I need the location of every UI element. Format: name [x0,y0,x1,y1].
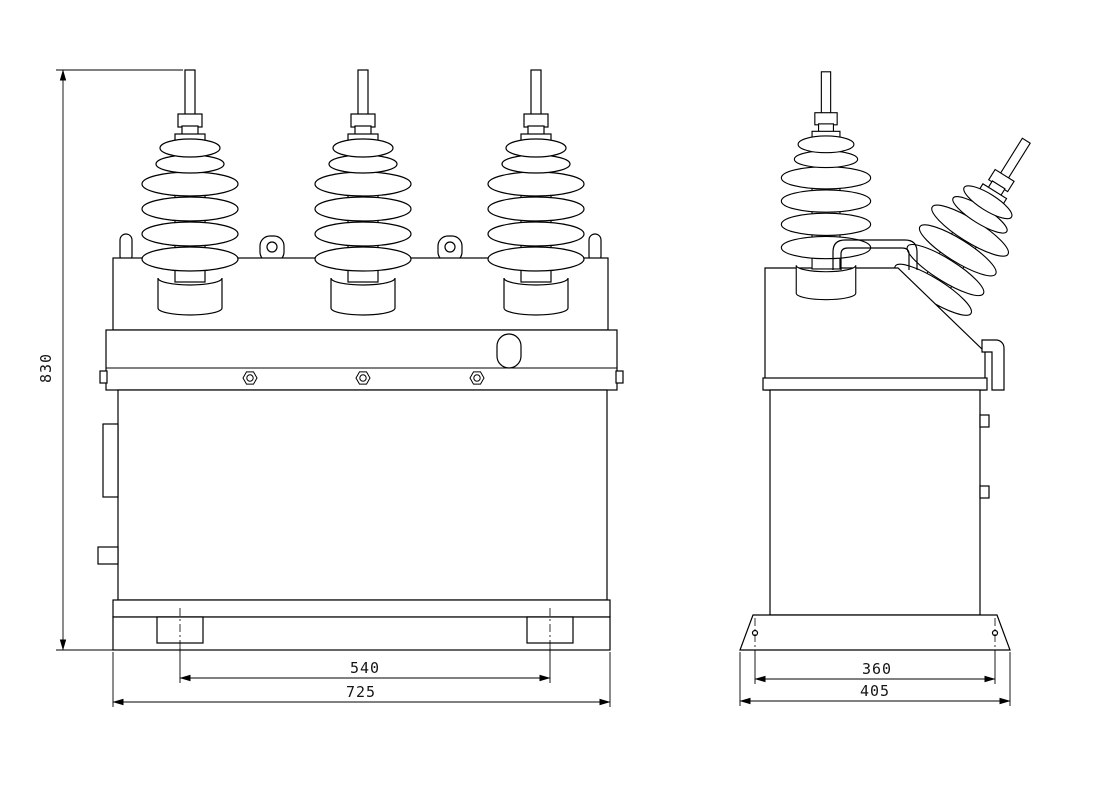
tank-body [117,389,608,601]
dim-label-360: 360 [862,660,892,678]
lifting-tab-right-hole [444,241,456,253]
dim-label-830: 830 [37,353,55,383]
dimension-front-foot-spacing: 540 [179,648,551,683]
dimension-overall-height: 830 [37,69,183,651]
side-base [739,614,1011,651]
side-tank-body [769,389,981,616]
side-flange-lip [762,377,988,391]
flange-edge-tab-left [99,370,108,384]
front-view [97,69,624,652]
side-elbow-pipe [981,339,1005,391]
lifting-tab-left-hole [266,241,278,253]
flange-bolt-1 [242,371,258,385]
side-view [739,71,1065,651]
front-base [112,599,611,652]
dimension-side-foot-spacing: 360 [754,650,996,684]
flange-edge-tab-right [615,370,624,384]
side-lifting-handle-inner [840,247,910,270]
front-lifting-lugs [119,233,602,263]
flange-bolt-2 [355,371,371,385]
drain-tap [97,546,119,565]
dimension-front-overall-width: 725 [112,652,611,707]
dimensions: 830 540 725 360 405 [37,69,1011,707]
side-foot-right-hole [991,629,999,637]
dim-label-725: 725 [346,683,376,701]
oval-cable-slot [496,333,522,369]
side-bushing-vertical [780,71,872,301]
flange-bolt-3 [469,371,485,385]
dim-label-540: 540 [350,659,380,677]
front-tank [97,69,624,601]
side-lifting-handle-outer [832,239,918,270]
base-plate [112,599,611,618]
dimension-side-overall-width: 405 [739,652,1011,706]
side-handle-plate [102,423,119,498]
dim-label-405: 405 [860,682,890,700]
side-foot-left-hole [751,629,759,637]
side-tab-lower [979,485,990,499]
side-tab-upper [979,414,990,428]
